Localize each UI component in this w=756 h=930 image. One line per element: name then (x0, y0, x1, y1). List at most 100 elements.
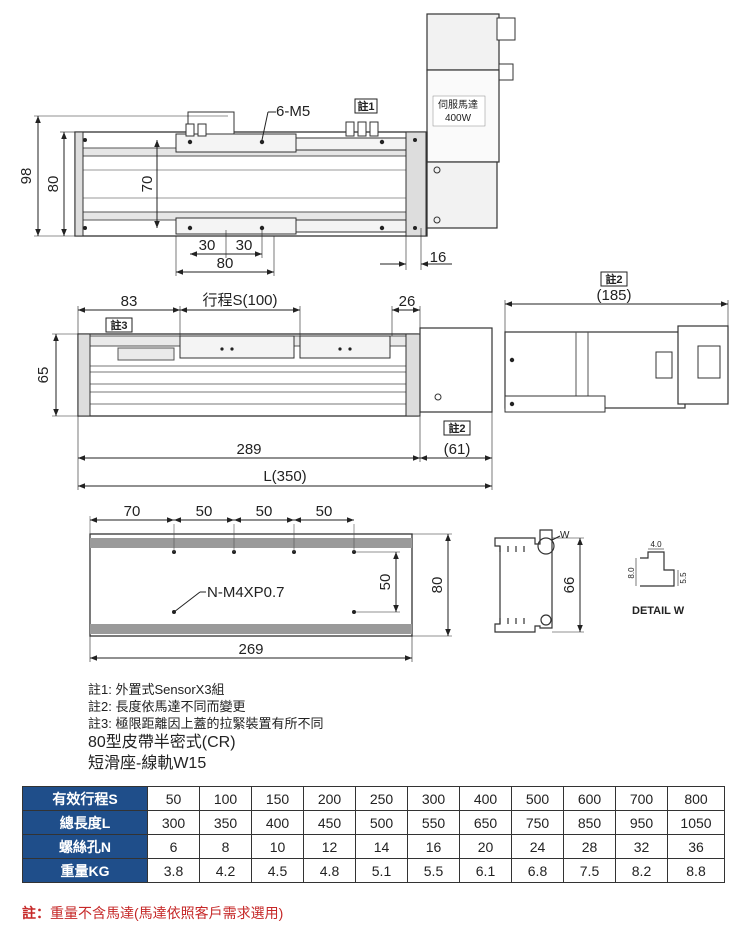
motor-side-screw (509, 357, 515, 363)
table-cell: 550 (407, 810, 460, 835)
carriage-top-ext (295, 137, 407, 151)
end-plate-left (74, 131, 84, 237)
dim-stroke-value: S(100) (232, 292, 277, 309)
sensor (345, 121, 355, 137)
sensor (197, 123, 207, 137)
carriage-top (175, 133, 297, 153)
motor-side-body (504, 331, 686, 409)
profile-rail-circle-b (540, 614, 552, 626)
mounting-holes (83, 138, 417, 231)
side-dots (220, 347, 352, 351)
motor-side-conn-2 (697, 345, 721, 379)
table-cell: 750 (511, 810, 564, 835)
motor-connector (496, 17, 516, 41)
dim-185: (185) (596, 287, 631, 304)
model-title: 80型皮帶半密式(CR) (88, 734, 236, 751)
motor-body (426, 13, 500, 71)
bottom-hole-label: N-M4XP0.7 (207, 584, 285, 601)
dim-61: (61) (444, 441, 471, 458)
row-header: 螺絲孔N (22, 834, 148, 859)
table-row: 螺絲孔N 6 8 10 12 14 16 20 24 28 32 36 (22, 834, 725, 859)
note-3: 註3: 極限距離因上蓋的拉緊裝置有所不同 (88, 716, 324, 731)
table-cell: 4.8 (303, 858, 356, 883)
dim-30a: 30 (199, 237, 216, 254)
dim-stroke-word: 行程 (202, 292, 232, 309)
technical-drawing: 伺服馬達 400W 6-M5 (18, 13, 729, 662)
side-screw (434, 393, 442, 401)
sensor (357, 121, 367, 137)
table-cell: 700 (615, 786, 668, 811)
table-cell: 50 (147, 786, 200, 811)
motor-side-screw (509, 401, 515, 407)
table-cell: 6.1 (459, 858, 512, 883)
row-header: 有效行程S (22, 786, 148, 811)
hole-leader (173, 591, 201, 613)
table-cell: 4.5 (251, 858, 304, 883)
side-end-right (405, 333, 421, 417)
dim-30b: 30 (236, 237, 253, 254)
bottom-body (89, 533, 413, 637)
table-cell: 8.8 (667, 858, 725, 883)
table-cell: 400 (251, 810, 304, 835)
footnote-text: 重量不含馬達(馬達依照客戶需求選用) (50, 905, 284, 921)
profile-section (494, 529, 555, 633)
table-cell: 8.2 (615, 858, 668, 883)
table-cell: 100 (199, 786, 252, 811)
table-cell: 300 (407, 786, 460, 811)
table-cell: 32 (615, 834, 668, 859)
bottom-center-lines (89, 516, 355, 552)
dim-detail-40: 4.0 (650, 540, 662, 549)
dim-98: 98 (18, 168, 35, 185)
table-cell: 5.5 (407, 858, 460, 883)
table-cell: 5.1 (355, 858, 408, 883)
table-cell: 36 (667, 834, 725, 859)
note2-tag-b: 註2 (448, 421, 465, 435)
table-cell: 450 (303, 810, 356, 835)
top-cover-block (187, 111, 235, 135)
profile-w-label: W (560, 530, 570, 541)
table-cell: 28 (563, 834, 616, 859)
table-cell: 6 (147, 834, 200, 859)
table-cell: 400 (459, 786, 512, 811)
motor-side-conn (655, 351, 673, 379)
table-cell: 6.8 (511, 858, 564, 883)
table-cell: 800 (667, 786, 725, 811)
motor-label-2: 400W (445, 113, 472, 124)
row-header: 總長度L (22, 810, 148, 835)
motor-screw (433, 216, 441, 224)
notes-block: 註1: 外置式SensorX3組 註2: 長度依馬達不同而變更 註3: 極限距離… (88, 681, 323, 774)
note2-tag-a: 註2 (605, 272, 622, 286)
table-cell: 3.8 (147, 858, 200, 883)
dim-stroke-label: 行程S(100) (202, 292, 277, 309)
bottom-rail-bottom (90, 624, 412, 634)
slider-title: 短滑座-線軌W15 (88, 755, 207, 772)
spec-table: 有效行程S 50 100 150 200 250 300 400 500 600… (22, 786, 725, 883)
detail-outline (640, 551, 675, 587)
table-cell: 150 (251, 786, 304, 811)
hole-label: 6-M5 (276, 103, 310, 120)
note-1: 註1: 外置式SensorX3組 (88, 682, 225, 697)
footnote-prefix: 註： (22, 905, 50, 921)
dim-50a: 50 (196, 503, 213, 520)
profile-rail-circle (537, 537, 555, 555)
table-cell: 16 (407, 834, 460, 859)
dim-65: 65 (35, 367, 52, 384)
note3-box (105, 317, 133, 333)
detail-w: 4.0 8.0 5.5 DETAIL W (627, 540, 688, 617)
dim-269: 269 (238, 641, 263, 658)
side-carriage-2 (299, 335, 391, 359)
dim-70b: 70 (124, 503, 141, 520)
note-2: 註2: 長度依馬達不同而變更 (88, 699, 246, 714)
dim-83: 83 (121, 293, 138, 310)
row-header: 重量KG (22, 858, 148, 883)
side-carriage (179, 335, 295, 359)
carriage-bottom-ext (295, 219, 407, 233)
table-cell: 1050 (667, 810, 725, 835)
dim-80v: 80 (429, 577, 446, 594)
motor-screw (433, 166, 441, 174)
side-sensor-block (117, 347, 175, 361)
motor-coupling-box (420, 161, 498, 229)
table-cell: 24 (511, 834, 564, 859)
table-cell: 300 (147, 810, 200, 835)
table-cell: 12 (303, 834, 356, 859)
